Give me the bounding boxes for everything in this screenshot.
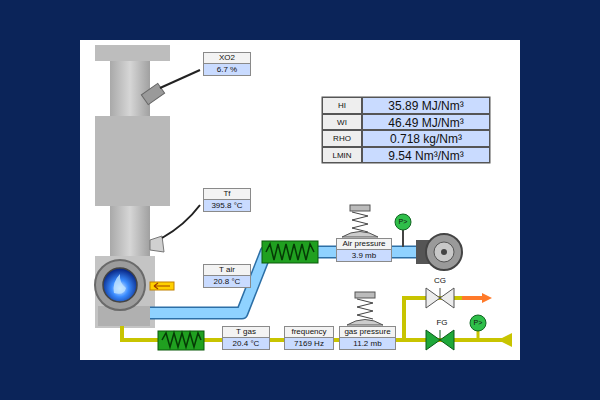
readout-value: 20.4 °C bbox=[222, 338, 270, 350]
readout-label: Air pressure bbox=[336, 238, 392, 250]
oxygen-readout: XO26.7 % bbox=[203, 52, 251, 76]
temperature-sensor bbox=[150, 205, 200, 252]
o2-sensor bbox=[141, 70, 200, 105]
table-value: 46.49 MJ/Nm³ bbox=[362, 114, 490, 131]
air-pressure-readout: Air pressure3.9 mb bbox=[336, 238, 392, 262]
frequency-readout: frequency7169 Hz bbox=[284, 326, 334, 350]
valve-label: CG bbox=[430, 276, 450, 286]
table-value: 0.718 kg/Nm³ bbox=[362, 130, 490, 147]
readout-value: 395.8 °C bbox=[203, 200, 251, 212]
cg-valve bbox=[426, 288, 454, 308]
flue-temp-readout: Tf395.8 °C bbox=[203, 188, 251, 212]
gas-heater bbox=[158, 331, 204, 350]
readout-label: T air bbox=[203, 264, 251, 276]
air-heater bbox=[262, 241, 318, 263]
readout-value: 20.8 °C bbox=[203, 276, 251, 288]
fg-valve bbox=[426, 330, 454, 350]
table-key: WI bbox=[322, 114, 362, 131]
table-key: LMIN bbox=[322, 147, 362, 164]
gas-temp-readout: T gas20.4 °C bbox=[222, 326, 270, 350]
valve-label: FG bbox=[432, 318, 452, 328]
chimney bbox=[95, 45, 170, 328]
switch-label: P> bbox=[396, 217, 410, 227]
table-value: 35.89 MJ/Nm³ bbox=[362, 97, 490, 114]
table-value: 9.54 Nm³/Nm³ bbox=[362, 147, 490, 164]
pressure-switch bbox=[395, 214, 486, 331]
readout-label: Tf bbox=[203, 188, 251, 200]
readout-label: XO2 bbox=[203, 52, 251, 64]
table-key: RHO bbox=[322, 130, 362, 147]
gas-regulator bbox=[347, 292, 383, 325]
switch-label: P> bbox=[471, 318, 485, 328]
table-frame bbox=[322, 97, 490, 163]
air-regulator bbox=[342, 205, 378, 237]
readout-value: 11.2 mb bbox=[339, 338, 396, 350]
readout-value: 3.9 mb bbox=[336, 250, 392, 262]
readout-value: 7169 Hz bbox=[284, 338, 334, 350]
readout-value: 6.7 % bbox=[203, 64, 251, 76]
gas-pressure-readout: gas pressure11.2 mb bbox=[339, 326, 396, 350]
readout-label: gas pressure bbox=[339, 326, 396, 338]
panel bbox=[80, 40, 520, 360]
air-temp-readout: T air20.8 °C bbox=[203, 264, 251, 288]
table-key: HI bbox=[322, 97, 362, 114]
readout-label: T gas bbox=[222, 326, 270, 338]
ignition-symbol bbox=[150, 282, 174, 290]
readout-label: frequency bbox=[284, 326, 334, 338]
fan bbox=[416, 234, 462, 270]
burner bbox=[95, 260, 145, 310]
